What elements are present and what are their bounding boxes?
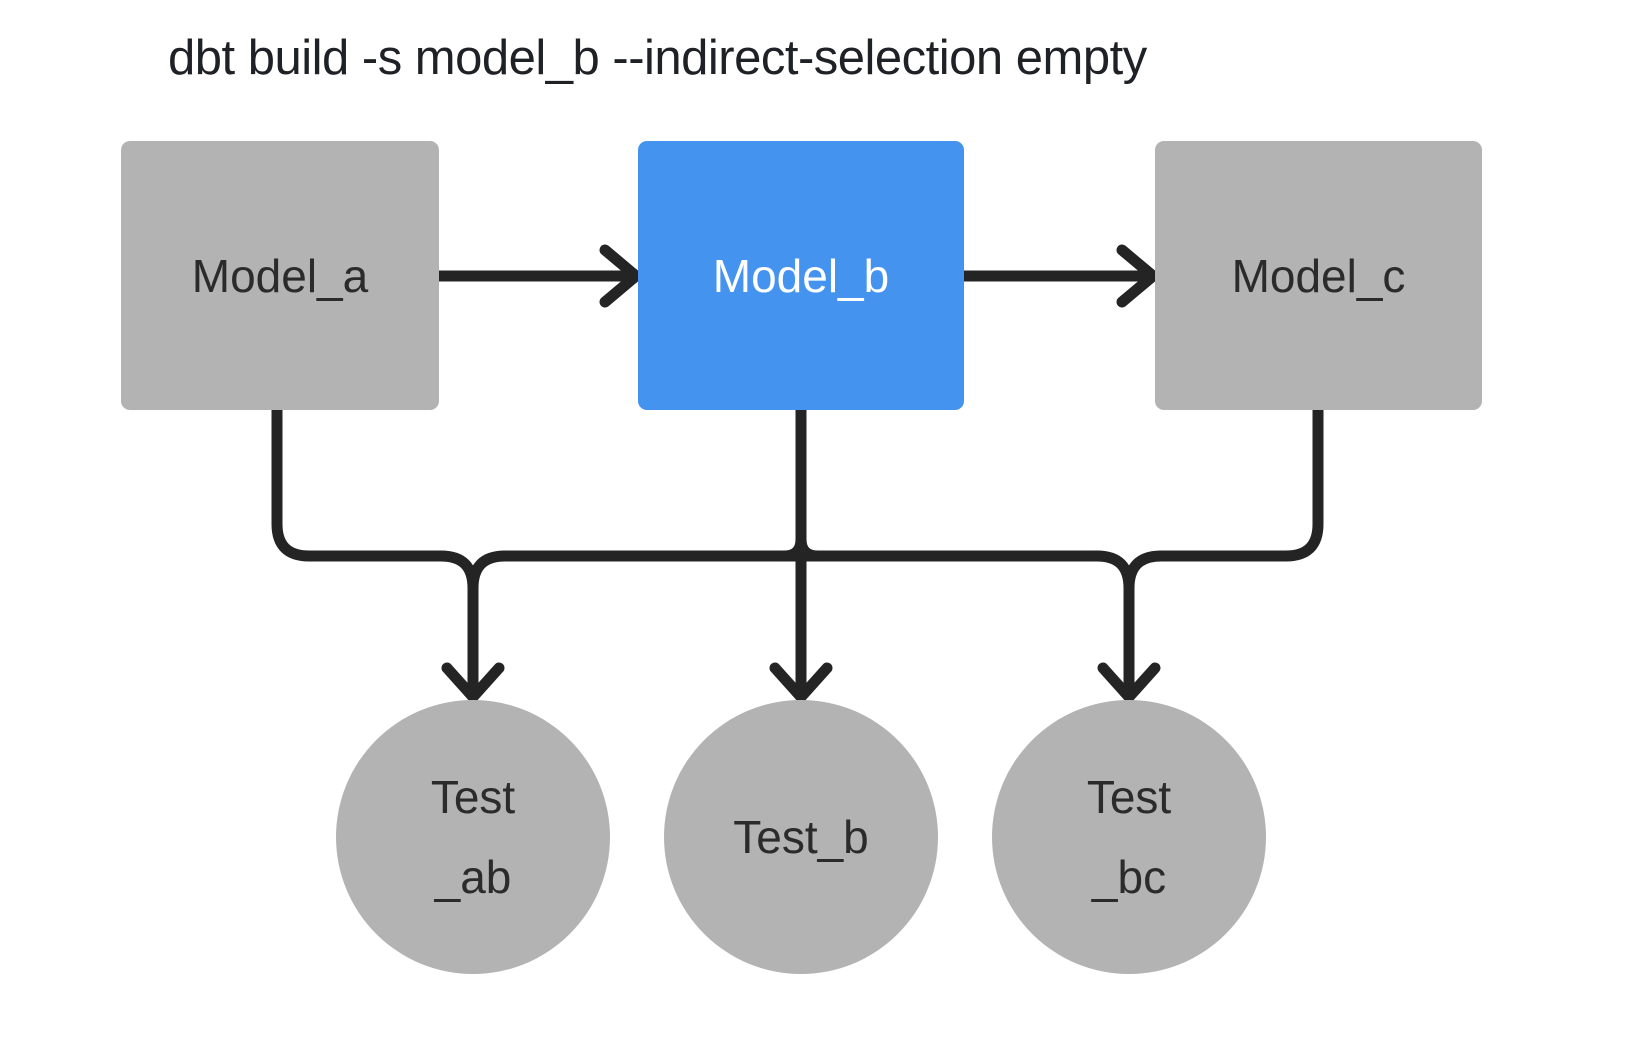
edge-model-a-to-bus (271, 404, 479, 695)
model-b-node-selected: Model_b (638, 141, 964, 410)
test-bc-label-line2: _bc (1091, 851, 1167, 903)
edge-bus-to-model-c (1155, 405, 1324, 562)
test-bc-node: Test _bc (992, 700, 1266, 974)
arrowhead-test-ab-icon (441, 662, 505, 703)
test-b-label-line1: Test_b (733, 811, 869, 863)
command-title: dbt build -s model_b --indirect-selectio… (168, 31, 1147, 85)
edge-fork-test-bc-right-fillet (1123, 550, 1167, 594)
test-bc-label-line1: Test (1086, 771, 1172, 823)
arrowhead-model-c-icon (1116, 244, 1159, 308)
test-ab-label-line1: Test (430, 771, 516, 823)
model-c-node: Model_c (1155, 141, 1482, 410)
arrowhead-test-bc-icon (1097, 662, 1161, 703)
model-a-node: Model_a (121, 141, 439, 410)
arrowhead-test-b-icon (769, 662, 833, 703)
arrowhead-model-b-icon (599, 244, 642, 308)
test-ab-node: Test _ab (336, 700, 610, 974)
test-ab-label-line2: _ab (434, 851, 512, 903)
test-b-node: Test_b (664, 700, 938, 974)
edge-fork-test-ab-right-fillet (467, 550, 511, 594)
